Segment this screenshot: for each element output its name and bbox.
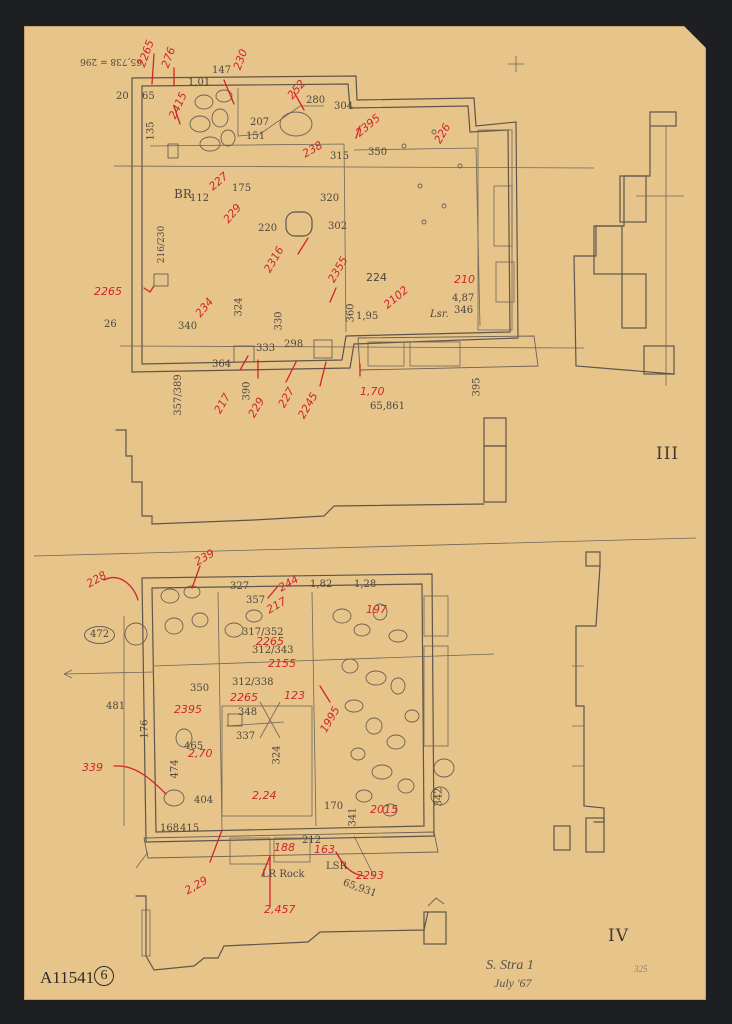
corner-pencil-mark: 325: [634, 964, 648, 974]
pencil-label: 415: [180, 823, 200, 834]
pencil-label: 1,28: [354, 579, 377, 590]
red-label: 163: [314, 843, 335, 856]
pencil-label: 135: [145, 121, 157, 141]
pencil-label: 302: [328, 221, 348, 232]
red-label: 188: [274, 841, 295, 854]
pencil-label: 357: [246, 595, 266, 606]
pencil-label: 395: [471, 377, 483, 397]
pencil-label: 312/338: [232, 677, 274, 688]
pencil-label: 312/343: [252, 645, 294, 656]
pencil-label: 324: [233, 297, 245, 317]
pencil-label: 26: [104, 319, 117, 330]
pencil-label: 220: [258, 223, 278, 234]
sheet-number-circled: 6: [94, 966, 114, 986]
red-label: 2015: [370, 803, 398, 816]
pencil-label: 404: [194, 795, 214, 806]
pencil-label: 1,01: [188, 77, 211, 88]
red-label: 2395: [174, 703, 202, 716]
pencil-label: 168: [160, 823, 180, 834]
plan-iv-numeral: IV: [608, 926, 629, 946]
pencil-label: 348: [238, 707, 258, 718]
plan-iii-section-south: [115, 417, 507, 525]
red-label: 2,24: [252, 789, 277, 802]
plan-iv-walls: [63, 573, 495, 877]
pencil-label: 315: [330, 151, 350, 162]
pencil-label: 20: [116, 91, 129, 102]
pencil-label: 65,861: [370, 401, 405, 412]
red-label: 2265: [230, 691, 258, 704]
pencil-label: 175: [232, 183, 252, 194]
pencil-label: LSR: [326, 861, 348, 872]
red-label: 123: [284, 689, 305, 702]
pencil-label: 342: [433, 787, 445, 807]
plan-iv-red-pointers: [103, 565, 365, 907]
pencil-label: 112: [190, 193, 210, 204]
pencil-label: 337: [236, 731, 256, 742]
drawing-sheet: 65,738 = 296 2265 276 230 252 2415 2395 …: [24, 26, 706, 1000]
pencil-label: BR: [174, 187, 192, 201]
pencil-label: 465: [184, 741, 204, 752]
pencil-label: 147: [212, 65, 232, 76]
red-label: 224: [366, 271, 387, 284]
plan-iii-red-pointers: [143, 53, 361, 387]
catalog-number: A11541: [40, 968, 95, 987]
top-scale-note: 65,738 = 296: [80, 56, 142, 66]
plan-iii-walls: [113, 56, 595, 373]
plan-iii-numeral: III: [656, 444, 680, 464]
pencil-label: 333: [256, 343, 276, 354]
pencil-label: 340: [178, 321, 198, 332]
pencil-label: 170: [324, 801, 344, 812]
pencil-label: Lsr.: [430, 309, 449, 320]
pencil-label: 304: [334, 101, 354, 112]
red-label: 2265: [256, 635, 284, 648]
pencil-label: 320: [320, 193, 340, 204]
pencil-label: 65: [142, 91, 155, 102]
pencil-label: 350: [368, 147, 388, 158]
pencil-label: 212: [302, 835, 322, 846]
red-label: 2,457: [264, 903, 296, 916]
pencil-label: 341: [347, 807, 359, 827]
red-label: 1,70: [360, 385, 385, 398]
pencil-label: 327: [230, 581, 250, 592]
pencil-label: 298: [284, 339, 304, 350]
pencil-label: 216/230: [157, 225, 168, 264]
pencil-label: 481: [106, 701, 126, 712]
pencil-label: 390: [241, 381, 253, 401]
date-note: July '67: [494, 976, 532, 990]
red-label: 339: [82, 761, 103, 774]
red-label: 2293: [356, 869, 384, 882]
pencil-label: 317/352: [242, 627, 284, 638]
pencil-site-plan-drawing: [33, 53, 697, 971]
pencil-label: 1,95: [356, 311, 379, 322]
pencil-label: 346: [454, 305, 474, 316]
plan-iv-section-south: [135, 895, 447, 971]
pencil-label: 350: [190, 683, 210, 694]
red-label: 2265: [94, 285, 122, 298]
pencil-label: 357/389: [172, 374, 184, 416]
red-label: 2,70: [188, 747, 213, 760]
pencil-label: 151: [246, 131, 266, 142]
pencil-label: 4,87: [452, 293, 475, 304]
pencil-label: LR Rock: [262, 869, 305, 880]
red-label: 2155: [268, 657, 296, 670]
plan-iv-section-east: [553, 551, 605, 853]
plan-iv-circled-label: 472: [84, 626, 116, 644]
pencil-label: 207: [250, 117, 270, 128]
plan-iii-section-east: [573, 111, 684, 386]
pencil-label: 176: [139, 719, 151, 739]
pencil-label: 280: [306, 95, 326, 106]
red-label: 197: [366, 603, 387, 616]
site-note: S. Stra 1: [486, 958, 534, 973]
pencil-label: 324: [271, 745, 283, 765]
pencil-label: 330: [273, 311, 285, 331]
red-label: 210: [454, 273, 475, 286]
pencil-label: 364: [212, 359, 232, 370]
folded-corner: [684, 26, 706, 48]
pencil-label: 1,82: [310, 579, 333, 590]
pencil-label: 474: [169, 759, 181, 779]
